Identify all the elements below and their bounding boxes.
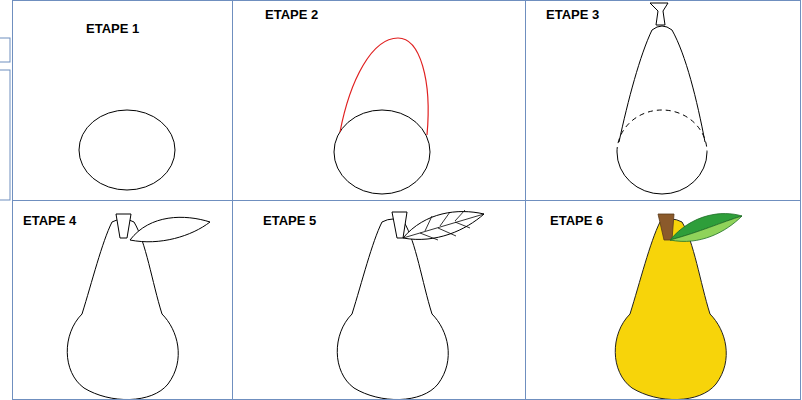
hidden-arc bbox=[617, 110, 707, 152]
step-label: ETAPE 3 bbox=[546, 7, 599, 22]
step-cell: ETAPE 1 bbox=[12, 0, 233, 201]
pear-outline bbox=[67, 219, 178, 400]
step-label: ETAPE 1 bbox=[86, 21, 139, 36]
step-cell: ETAPE 4 bbox=[12, 200, 233, 400]
pear-stem bbox=[116, 214, 131, 238]
pear-stem bbox=[658, 214, 674, 240]
base-circle bbox=[79, 110, 175, 190]
pear-leaf bbox=[670, 216, 742, 241]
pear-leaf bbox=[403, 212, 484, 240]
pear-stem bbox=[650, 3, 668, 25]
edge-frame bbox=[0, 70, 10, 200]
step-label: ETAPE 2 bbox=[265, 7, 318, 22]
edge-frame bbox=[0, 38, 10, 62]
step-cell: ETAPE 5 bbox=[232, 200, 526, 400]
step-label: ETAPE 4 bbox=[23, 213, 76, 228]
pear-stem bbox=[392, 212, 407, 238]
step-label: ETAPE 6 bbox=[550, 213, 603, 228]
top-curve bbox=[340, 38, 428, 135]
leaf-veins bbox=[403, 210, 484, 240]
pear-filled bbox=[615, 219, 726, 400]
step-cell: ETAPE 2 bbox=[232, 0, 526, 201]
pear-leaf bbox=[130, 217, 210, 241]
step-label: ETAPE 5 bbox=[263, 213, 316, 228]
pear-outline bbox=[619, 26, 705, 142]
pear-outline bbox=[337, 219, 448, 400]
step-cell: ETAPE 3 bbox=[525, 0, 801, 201]
base-circle bbox=[617, 152, 707, 194]
step-cell: ETAPE 6 bbox=[525, 200, 801, 400]
base-circle bbox=[334, 110, 430, 194]
